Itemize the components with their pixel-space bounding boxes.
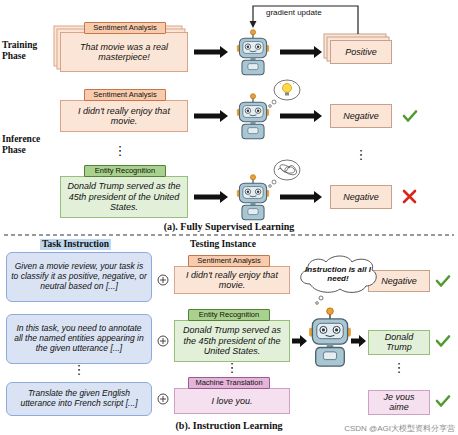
output-box: Donald Trump — [368, 330, 430, 355]
robot-icon — [309, 308, 351, 366]
input-box: That movie was a real masterpiece! — [60, 32, 188, 72]
block-arrow — [194, 46, 228, 58]
input-box: I love you. — [174, 388, 290, 414]
task-tag: Sentiment Analysis — [84, 89, 166, 101]
sub-caption: (a). Fully Supervised Learning — [0, 221, 458, 233]
bubble-trail — [316, 302, 319, 305]
input-box: I didn't really enjoy that movie. — [60, 100, 188, 132]
node-text: Positive — [345, 47, 377, 57]
node-text: Donald Trump served as the 45th presiden… — [65, 181, 183, 212]
node-text: Entity Recognition — [95, 167, 155, 176]
arrow-label: gradient update — [266, 8, 322, 17]
output-box: Je vous aime — [368, 390, 430, 415]
node-text: Negative — [343, 192, 379, 202]
ellipsis: ⋮ — [112, 144, 128, 159]
ellipsis: ⋮ — [71, 363, 87, 378]
check-mark — [404, 112, 416, 121]
task-tag: Machine Translation — [188, 377, 270, 389]
robot-icon — [237, 94, 269, 139]
column-header: Testing Instance — [190, 239, 256, 250]
output-box: Negative — [330, 185, 392, 209]
block-arrow — [280, 46, 322, 58]
node-text: Instruction is all I need! — [300, 265, 376, 283]
phase-label: Training Phase — [2, 40, 54, 62]
thought-bubble — [269, 160, 300, 187]
ellipsis: ⋮ — [224, 361, 240, 376]
bubble-trail — [319, 296, 323, 300]
task-tag: Sentiment Analysis — [84, 22, 166, 34]
node-text: Sentiment Analysis — [93, 24, 156, 33]
arrow-head — [250, 21, 257, 28]
instruction-box: Given a movie review, your task is to cl… — [6, 252, 152, 302]
ellipsis: ⋮ — [391, 361, 407, 376]
output-box: Negative — [330, 104, 392, 128]
feedback-line — [253, 6, 358, 34]
plus-symbol — [158, 275, 168, 404]
phase-label: Inference Phase — [2, 134, 54, 156]
node-text: I didn't really enjoy that movie. — [179, 270, 285, 291]
cross-mark — [404, 191, 415, 202]
instruction-box: In this task, you need to annotate all t… — [6, 314, 152, 364]
input-box: Donald Trump served as the 45th presiden… — [60, 176, 188, 218]
check-mark — [437, 337, 449, 346]
block-arrow — [280, 110, 322, 122]
check-mark — [437, 277, 449, 286]
thought-bubble — [269, 80, 300, 107]
block-arrow — [351, 335, 366, 347]
node-text: Machine Translation — [195, 379, 262, 388]
separator-line — [4, 235, 454, 236]
block-arrow — [280, 191, 322, 203]
block-arrow — [292, 335, 307, 347]
ellipsis: ⋮ — [353, 148, 369, 163]
input-box: I didn't really enjoy that movie. — [174, 266, 290, 294]
node-text: I didn't really enjoy that movie. — [65, 106, 183, 127]
node-text: Negative — [381, 276, 417, 286]
node-text: Sentiment Analysis — [197, 257, 260, 266]
speech-bubble: Instruction is all I need! — [296, 254, 380, 294]
node-text: Given a movie review, your task is to cl… — [11, 262, 147, 291]
task-tag: Entity Recognition — [84, 165, 166, 177]
cloud-shape — [301, 256, 377, 292]
node-text: In this task, you need to annotate all t… — [11, 324, 147, 353]
column-header: Task Instruction — [40, 239, 111, 250]
task-tag: Entity Recognition — [188, 309, 270, 321]
node-text: Translate the given English utterance in… — [11, 389, 147, 409]
watermark: CSDN @AGI大模型资料分享营 — [280, 424, 455, 433]
node-text: Sentiment Analysis — [93, 91, 156, 100]
block-arrow — [194, 110, 228, 122]
check-mark — [437, 397, 449, 406]
output-box: Positive — [330, 40, 392, 64]
input-box: Donald Trump served as the 45th presiden… — [174, 320, 290, 362]
task-tag: Sentiment Analysis — [188, 255, 270, 267]
node-text: Je vous aime — [373, 392, 425, 413]
instruction-box: Translate the given English utterance in… — [6, 382, 152, 416]
output-box: Negative — [368, 270, 430, 292]
node-text: Donald Trump — [373, 332, 425, 353]
node-text: Donald Trump served as the 45th presiden… — [179, 325, 285, 356]
node-text: I love you. — [211, 396, 252, 406]
node-text: Entity Recognition — [199, 311, 259, 320]
block-arrow — [194, 191, 228, 203]
node-text: Negative — [343, 111, 379, 121]
robot-icon — [237, 30, 269, 75]
node-text: That movie was a real masterpiece! — [65, 42, 183, 63]
robot-icon — [237, 175, 269, 220]
